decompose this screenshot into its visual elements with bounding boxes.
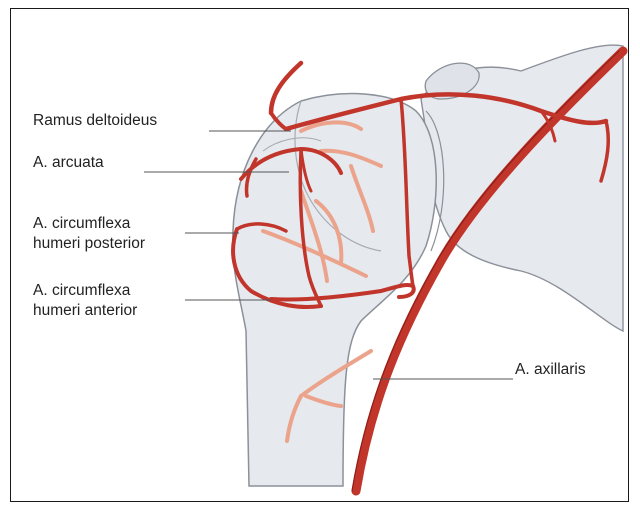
label-circumflexa-anterior-line2: humeri anterior [33,301,137,321]
label-circumflexa-anterior-line1: A. circumflexa [33,281,137,301]
figure-frame [10,8,629,502]
label-circumflexa-posterior-line2: humeri posterior [33,234,145,254]
label-axillaris: A. axillaris [515,360,586,380]
shoulder-illustration [11,9,629,502]
label-circumflexa-anterior: A. circumflexa humeri anterior [33,281,137,321]
label-circumflexa-posterior: A. circumflexa humeri posterior [33,214,145,254]
label-ramus-deltoideus: Ramus deltoideus [33,111,157,131]
label-circumflexa-posterior-line1: A. circumflexa [33,214,145,234]
label-arcuata: A. arcuata [33,153,104,173]
